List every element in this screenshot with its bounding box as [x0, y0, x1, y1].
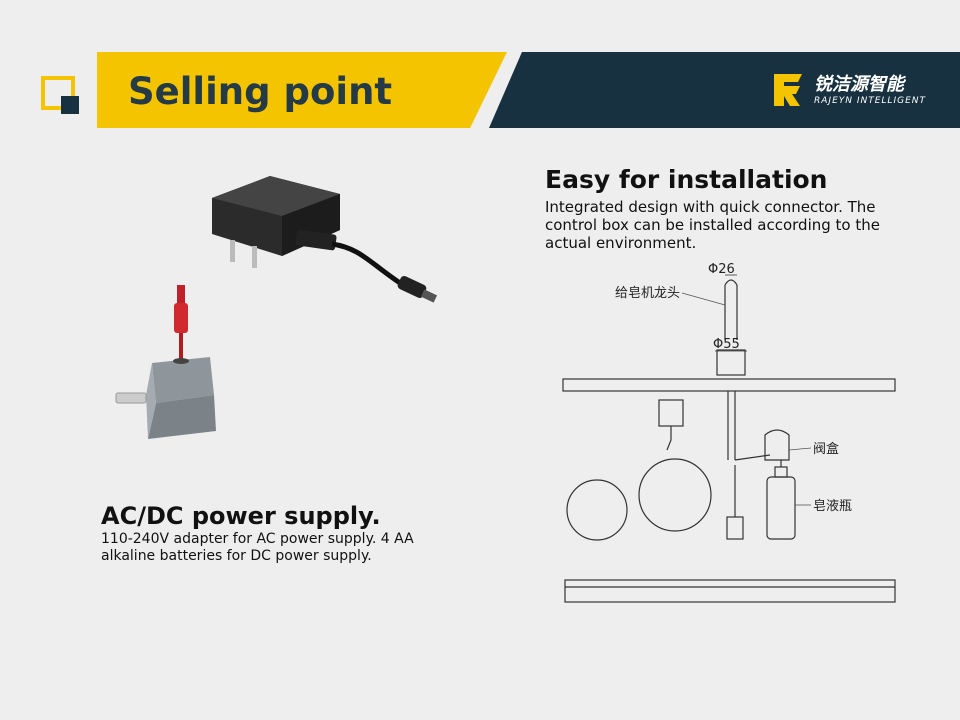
brand-name-cn: 锐洁源智能: [814, 74, 904, 95]
brand-name-en: RAJEYN INTELLIGENT: [814, 96, 926, 106]
power-adapter-illustration: [212, 176, 438, 303]
dim-base-label: Φ55: [713, 337, 740, 352]
installation-diagram: Φ26 Φ55 给皂机龙头 阀盒 皂液瓶: [562, 262, 896, 603]
brand-logo-icon: [774, 74, 802, 106]
faucet-label: 给皂机龙头: [615, 286, 680, 301]
bottle-label: 皂液瓶: [813, 499, 852, 514]
header-yellow-band: [97, 52, 507, 128]
brand-band: [489, 52, 960, 128]
installation-title: Easy for installation: [545, 165, 828, 194]
page-title: Selling point: [128, 70, 393, 113]
header-square-icon: [41, 76, 79, 114]
power-title: AC/DC power supply.: [101, 502, 381, 530]
power-description: 110-240V adapter for AC power supply. 4 …: [101, 531, 414, 564]
dim-top-label: Φ26: [708, 262, 735, 277]
battery-box-illustration: [115, 285, 216, 439]
valve-box-label: 阀盒: [813, 441, 839, 457]
installation-description: Integrated design with quick connector. …: [545, 198, 880, 252]
